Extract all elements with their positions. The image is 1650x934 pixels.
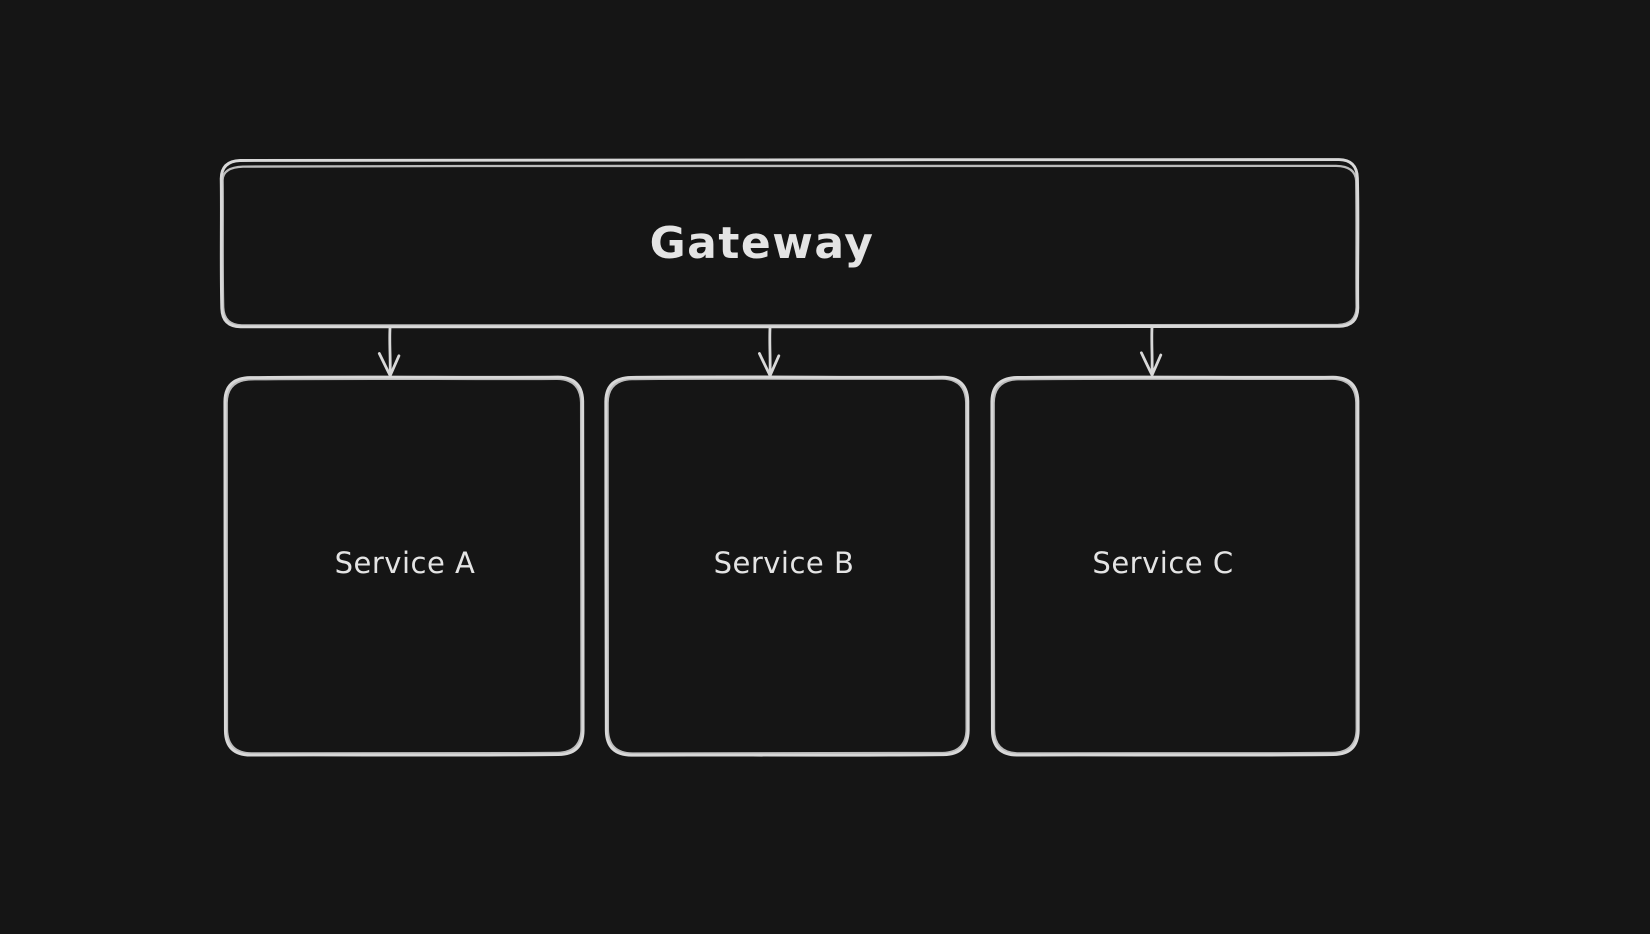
arrow-a-head <box>377 352 401 377</box>
arrow-gateway-to-service-b[interactable] <box>758 327 781 377</box>
gateway-box-outline[interactable] <box>219 158 1360 329</box>
arrow-gateway-to-service-c[interactable] <box>1140 326 1163 377</box>
node-service-a[interactable]: Service A <box>223 375 585 757</box>
service-b-box-outline-2 <box>606 377 968 755</box>
arrow-c-head <box>1140 351 1163 377</box>
service-b-box-outline[interactable] <box>604 375 970 757</box>
node-gateway[interactable]: Gateway <box>219 158 1360 329</box>
service-a-box-outline-2 <box>225 377 583 755</box>
service-c-box-outline-2 <box>992 377 1358 755</box>
gateway-box-outline-2 <box>221 164 1358 327</box>
gateway-label: Gateway <box>650 218 875 269</box>
arrow-gateway-to-service-a[interactable] <box>377 327 401 377</box>
service-c-box-outline[interactable] <box>990 375 1360 757</box>
service-a-box-outline[interactable] <box>223 375 585 757</box>
node-service-b[interactable]: Service B <box>604 375 970 757</box>
node-service-c[interactable]: Service C <box>990 375 1360 757</box>
service-c-label: Service C <box>1092 546 1233 580</box>
service-a-label: Service A <box>335 546 476 580</box>
service-b-label: Service B <box>714 546 855 580</box>
